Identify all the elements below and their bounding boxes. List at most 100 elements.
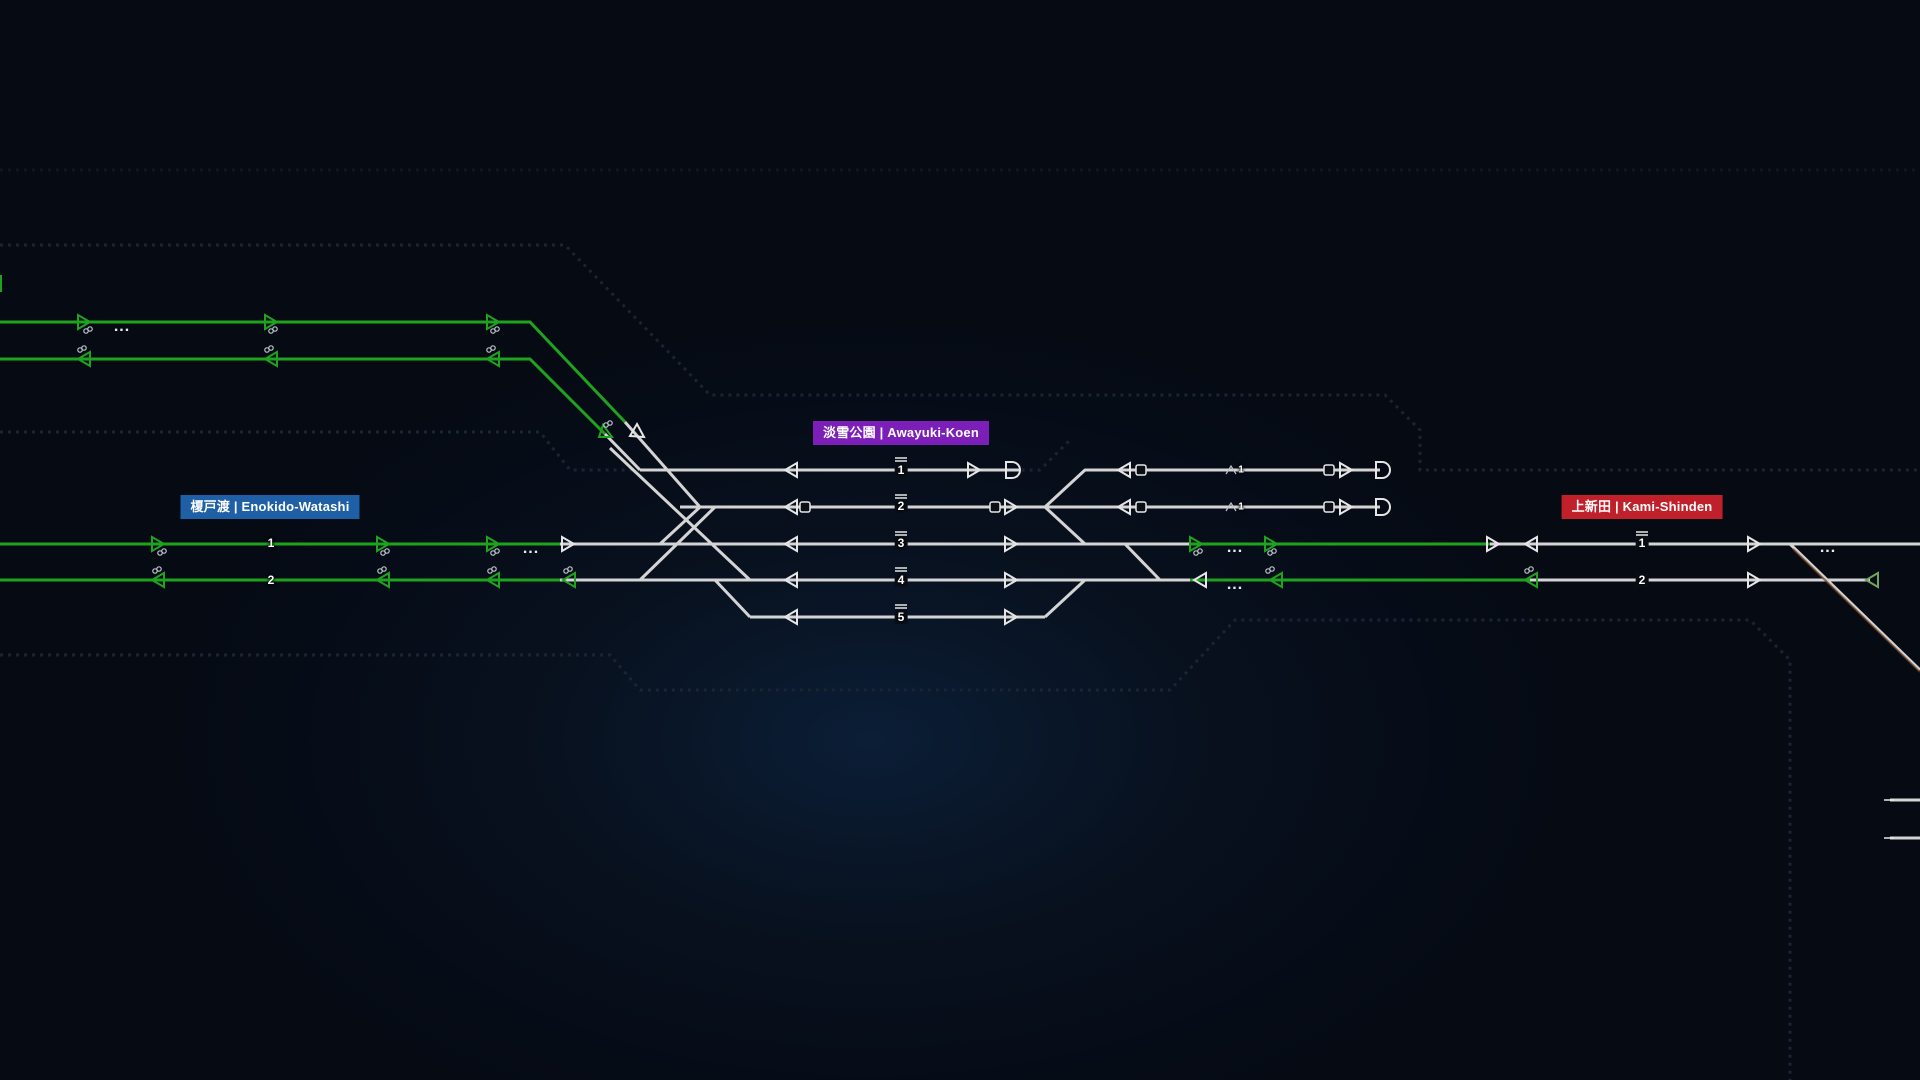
buffer-stop-icon	[1375, 461, 1391, 479]
free-tracks	[560, 421, 1920, 840]
signal-forward-icon	[151, 535, 166, 553]
ellipsis-marker[interactable]: ...	[1226, 576, 1244, 593]
signal-forward-icon	[628, 421, 646, 439]
link-icon	[486, 345, 496, 353]
lock-icon	[989, 501, 1001, 513]
link-markers	[77, 326, 1534, 574]
link-icon	[603, 420, 613, 428]
platform-number: 2	[894, 499, 908, 513]
track-upper-2	[0, 357, 607, 436]
signal-forward-icon	[1004, 535, 1019, 553]
ellipsis-marker[interactable]: ...	[1819, 539, 1837, 556]
signal-forward-icon	[1189, 535, 1204, 553]
signal-backward-icon	[1116, 498, 1131, 516]
signal-forward-icon	[1264, 535, 1279, 553]
signals[interactable]	[76, 313, 1879, 626]
platform-number: 5	[894, 610, 908, 624]
signal-backward-icon	[1864, 571, 1879, 589]
link-icon	[268, 326, 278, 334]
buffer-stop-icon	[1375, 498, 1391, 516]
signal-forward-icon	[77, 313, 92, 331]
signal-forward-icon	[1747, 535, 1762, 553]
siding-number: 1	[1238, 501, 1244, 513]
ellipsis-marker[interactable]: ...	[113, 318, 131, 335]
buffer-stops	[1005, 461, 1391, 516]
depot-icon	[1225, 464, 1237, 475]
lock-icon	[1135, 464, 1147, 476]
platform-number: 4	[894, 573, 908, 587]
station-label-kami-shinden[interactable]: 上新田 | Kami-Shinden	[1561, 495, 1723, 519]
signal-backward-icon	[783, 498, 798, 516]
link-icon	[152, 566, 162, 574]
link-icon	[1265, 566, 1275, 574]
platform-number: 2	[1635, 573, 1649, 587]
signal-backward-icon	[1268, 571, 1283, 589]
link-icon	[1193, 548, 1203, 556]
link-icon	[77, 345, 87, 353]
link-icon	[83, 326, 93, 334]
signal-forward-icon	[1004, 608, 1019, 626]
signal-forward-icon	[486, 313, 501, 331]
station-name: 淡雪公園 | Awayuki-Koen	[823, 425, 979, 440]
platform-number: 1	[894, 463, 908, 477]
signal-forward-icon	[1339, 461, 1354, 479]
signal-backward-icon	[783, 571, 798, 589]
lock-icon	[799, 501, 811, 513]
signal-backward-icon	[561, 571, 576, 589]
signal-backward-icon	[1116, 461, 1131, 479]
signal-backward-icon	[783, 608, 798, 626]
signal-backward-icon	[1523, 571, 1538, 589]
signal-forward-icon	[561, 535, 576, 553]
link-icon	[1267, 548, 1277, 556]
signal-forward-icon	[1004, 571, 1019, 589]
link-icon	[377, 566, 387, 574]
platform-number: 3	[894, 536, 908, 550]
signal-backward-icon	[76, 350, 91, 368]
track-upper-1	[0, 320, 627, 424]
signal-forward-icon	[967, 461, 982, 479]
signal-forward-icon	[1486, 535, 1501, 553]
link-icon	[157, 548, 167, 556]
signal-backward-icon	[150, 571, 165, 589]
station-label-awayuki-koen[interactable]: 淡雪公園 | Awayuki-Koen	[813, 421, 989, 445]
station-label-enokido-watashi[interactable]: 榎戸渡 | Enokido-Watashi	[180, 495, 360, 519]
signal-forward-icon	[376, 535, 391, 553]
lock-icon	[1323, 501, 1335, 513]
platform-markers	[895, 457, 1894, 839]
signal-backward-icon	[263, 350, 278, 368]
platform-number: 2	[267, 573, 275, 587]
depot-markers	[1225, 464, 1237, 512]
signal-backward-icon	[485, 571, 500, 589]
signal-backward-icon	[783, 535, 798, 553]
link-icon	[490, 548, 500, 556]
link-icon	[264, 345, 274, 353]
buffer-stop-icon	[1005, 461, 1021, 479]
station-name: 上新田 | Kami-Shinden	[1571, 499, 1713, 514]
station-name: 榎戸渡 | Enokido-Watashi	[190, 499, 350, 514]
link-icon	[487, 566, 497, 574]
ellipsis-marker[interactable]: ...	[1226, 539, 1244, 556]
occupied-tracks	[0, 275, 1530, 582]
platform-number: 1	[267, 536, 275, 550]
zone-outlines	[0, 168, 1920, 1080]
signal-backward-icon	[375, 571, 390, 589]
lock-icon	[1135, 501, 1147, 513]
ellipsis-marker[interactable]: ...	[522, 540, 540, 557]
signal-forward-icon	[486, 535, 501, 553]
signal-forward-icon	[1747, 571, 1762, 589]
signal-forward-icon	[597, 422, 614, 438]
siding-number: 1	[1238, 464, 1244, 476]
signal-backward-icon	[1192, 571, 1207, 589]
platform-number: 1	[1635, 536, 1649, 550]
signal-forward-icon	[1004, 498, 1019, 516]
signal-backward-icon	[1523, 535, 1538, 553]
link-icon	[1524, 566, 1534, 574]
link-icon	[490, 326, 500, 334]
depot-icon	[1225, 501, 1237, 512]
signal-forward-icon	[1339, 498, 1354, 516]
link-icon	[563, 566, 573, 574]
lock-icon	[1323, 464, 1335, 476]
signal-forward-icon	[264, 313, 279, 331]
signal-backward-icon	[783, 461, 798, 479]
